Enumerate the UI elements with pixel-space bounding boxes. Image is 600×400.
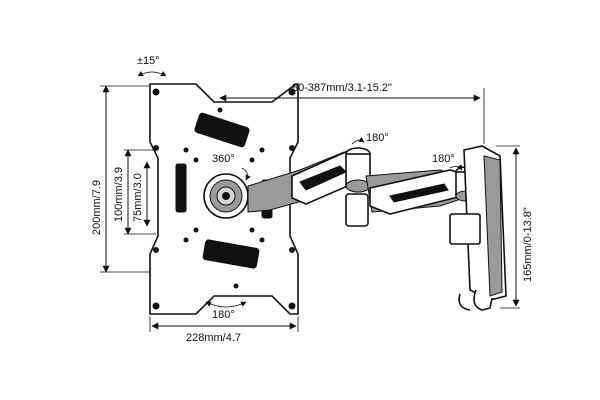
arm-reach-label: 80-387mm/3.1-15.2" [292, 82, 392, 94]
wall-bracket [449, 145, 507, 311]
swivel-wall-label: 180° [432, 153, 455, 165]
height-inner-label: 75mm/3.0 [132, 173, 144, 222]
swivel-arm-arrow-icon [351, 136, 365, 145]
plate-slot [194, 112, 250, 148]
swing-arm [247, 147, 477, 227]
bottom-rotation-label: 180° [212, 309, 235, 321]
rotation-label: 360° [212, 153, 235, 165]
tilt-arrow-icon [137, 71, 167, 77]
height-outer-label: 200mm/7.9 [91, 180, 103, 235]
swivel-arm-label: 180° [366, 132, 389, 144]
vesa-plate [149, 83, 299, 315]
tilt-label: ±15° [137, 55, 160, 67]
width-label: 228mm/4.7 [186, 332, 241, 344]
plate-slot [175, 163, 187, 213]
plate-slot [202, 239, 260, 269]
wall-height-label: 165mm/0-13.8" [522, 207, 534, 282]
height-mid-label: 100mm/3.9 [113, 167, 125, 222]
swivel-wall-arrow-icon [449, 164, 463, 171]
rotation-arrow-icon [241, 167, 251, 181]
bottom-rotation-arrow-icon [205, 301, 247, 308]
